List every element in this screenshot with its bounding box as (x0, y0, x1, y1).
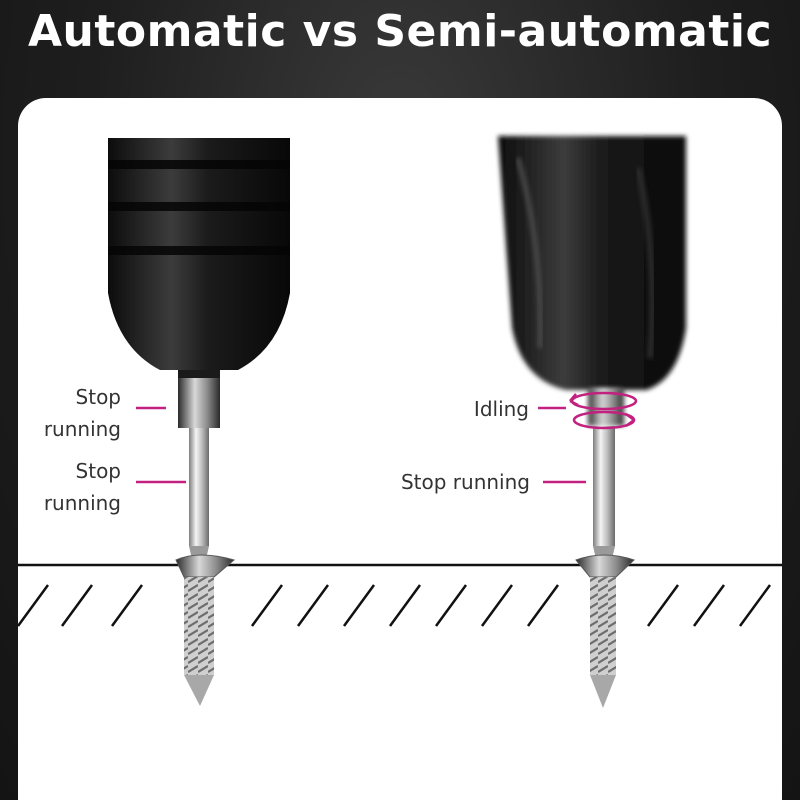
automatic-screwdriver (108, 138, 290, 568)
left-chuck-label-line2: running (43, 417, 121, 441)
comparison-panel: Stop running Stop running Idling Stop ru… (18, 98, 782, 800)
left-chuck-label-line1: Stop (75, 385, 121, 409)
right-chuck-label: Idling (473, 397, 529, 421)
left-screw (175, 554, 236, 706)
left-bit-label-line2: running (43, 491, 121, 515)
right-screw (575, 554, 635, 708)
label-pointers (136, 406, 586, 484)
left-bit-label-line1: Stop (75, 459, 121, 483)
ground-surface (18, 563, 782, 627)
comparison-illustration (18, 136, 782, 708)
semi-automatic-screwdriver (498, 136, 686, 568)
rotation-arrows-icon (569, 391, 638, 430)
right-bit-label: Stop running (400, 470, 530, 494)
page-title: Automatic vs Semi-automatic (27, 6, 773, 57)
